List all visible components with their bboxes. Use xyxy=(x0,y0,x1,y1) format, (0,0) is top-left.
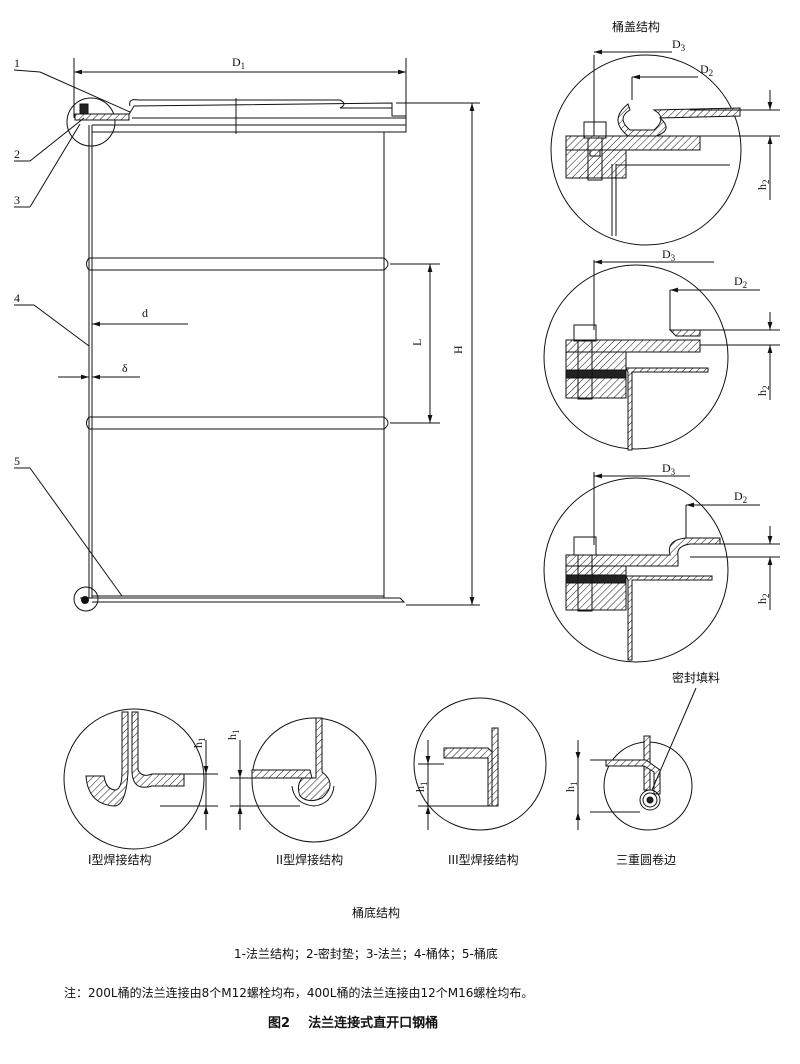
drum-elevation: D1 H L d δ 1 2 3 4 5 xyxy=(13,55,480,612)
bottom-details: h1 I型焊接结构 h1 II型焊接结构 h1 xyxy=(63,670,720,867)
svg-text:h2: h2 xyxy=(755,180,771,191)
lid-detail-circle-2: D3 D2 h2 xyxy=(543,247,780,451)
callout-3: 3 xyxy=(14,193,20,207)
dim-d: d xyxy=(142,306,148,320)
lid-detail-circle-3: D3 D2 h2 xyxy=(543,461,780,663)
svg-text:D2: D2 xyxy=(734,489,747,505)
detail-circle-bottom xyxy=(73,586,99,612)
caption-type-1: I型焊接结构 xyxy=(88,852,152,867)
detail-circle-top xyxy=(66,97,116,147)
note: 注：200L桶的法兰连接由8个M12螺栓均布，400L桶的法兰连接由12个M16… xyxy=(64,985,533,1000)
dim-L: L xyxy=(410,339,424,346)
bottom-detail-triple-seam: h1 密封填料 三重圆卷边 xyxy=(563,670,720,867)
bottom-detail-type-1: h1 I型焊接结构 xyxy=(63,708,218,867)
svg-text:h2: h2 xyxy=(755,386,771,397)
svg-text:D3: D3 xyxy=(662,247,676,263)
svg-text:D3: D3 xyxy=(672,37,686,53)
dim-H: H xyxy=(451,345,465,354)
callout-5: 5 xyxy=(14,454,20,468)
dim-D1: D1 xyxy=(232,55,245,71)
figure-caption: 图2 法兰连接式直开口钢桶 xyxy=(268,1015,438,1031)
svg-text:D2: D2 xyxy=(734,274,747,290)
svg-text:h1: h1 xyxy=(413,782,429,793)
caption-triple-seam: 三重圆卷边 xyxy=(616,852,676,867)
svg-text:D2: D2 xyxy=(700,62,713,78)
caption-type-2: II型焊接结构 xyxy=(276,852,343,867)
lid-detail: 桶盖结构 D3 D2 h2 xyxy=(543,19,780,663)
lid-detail-title: 桶盖结构 xyxy=(612,19,660,34)
svg-text:h2: h2 xyxy=(755,594,771,605)
callout-1: 1 xyxy=(14,56,20,70)
dim-delta: δ xyxy=(122,361,128,375)
bottom-detail-type-2: h1 II型焊接结构 xyxy=(225,717,377,867)
sealant-label: 密封填料 xyxy=(672,670,720,685)
svg-text:h1: h1 xyxy=(563,782,579,793)
callout-4: 4 xyxy=(14,291,20,305)
svg-text:h1: h1 xyxy=(191,738,207,749)
callout-2: 2 xyxy=(14,147,20,161)
bottom-detail-type-3: h1 III型焊接结构 xyxy=(413,697,547,867)
legend: 1-法兰结构；2-密封垫；3-法兰；4-桶体；5-桶底 xyxy=(234,946,498,961)
lid-detail-circle-1: D3 D2 h2 xyxy=(550,37,780,246)
bottom-structure-title: 桶底结构 xyxy=(352,905,400,920)
caption-type-3: III型焊接结构 xyxy=(448,852,519,867)
svg-text:h1: h1 xyxy=(225,730,241,741)
svg-text:D3: D3 xyxy=(662,461,676,477)
